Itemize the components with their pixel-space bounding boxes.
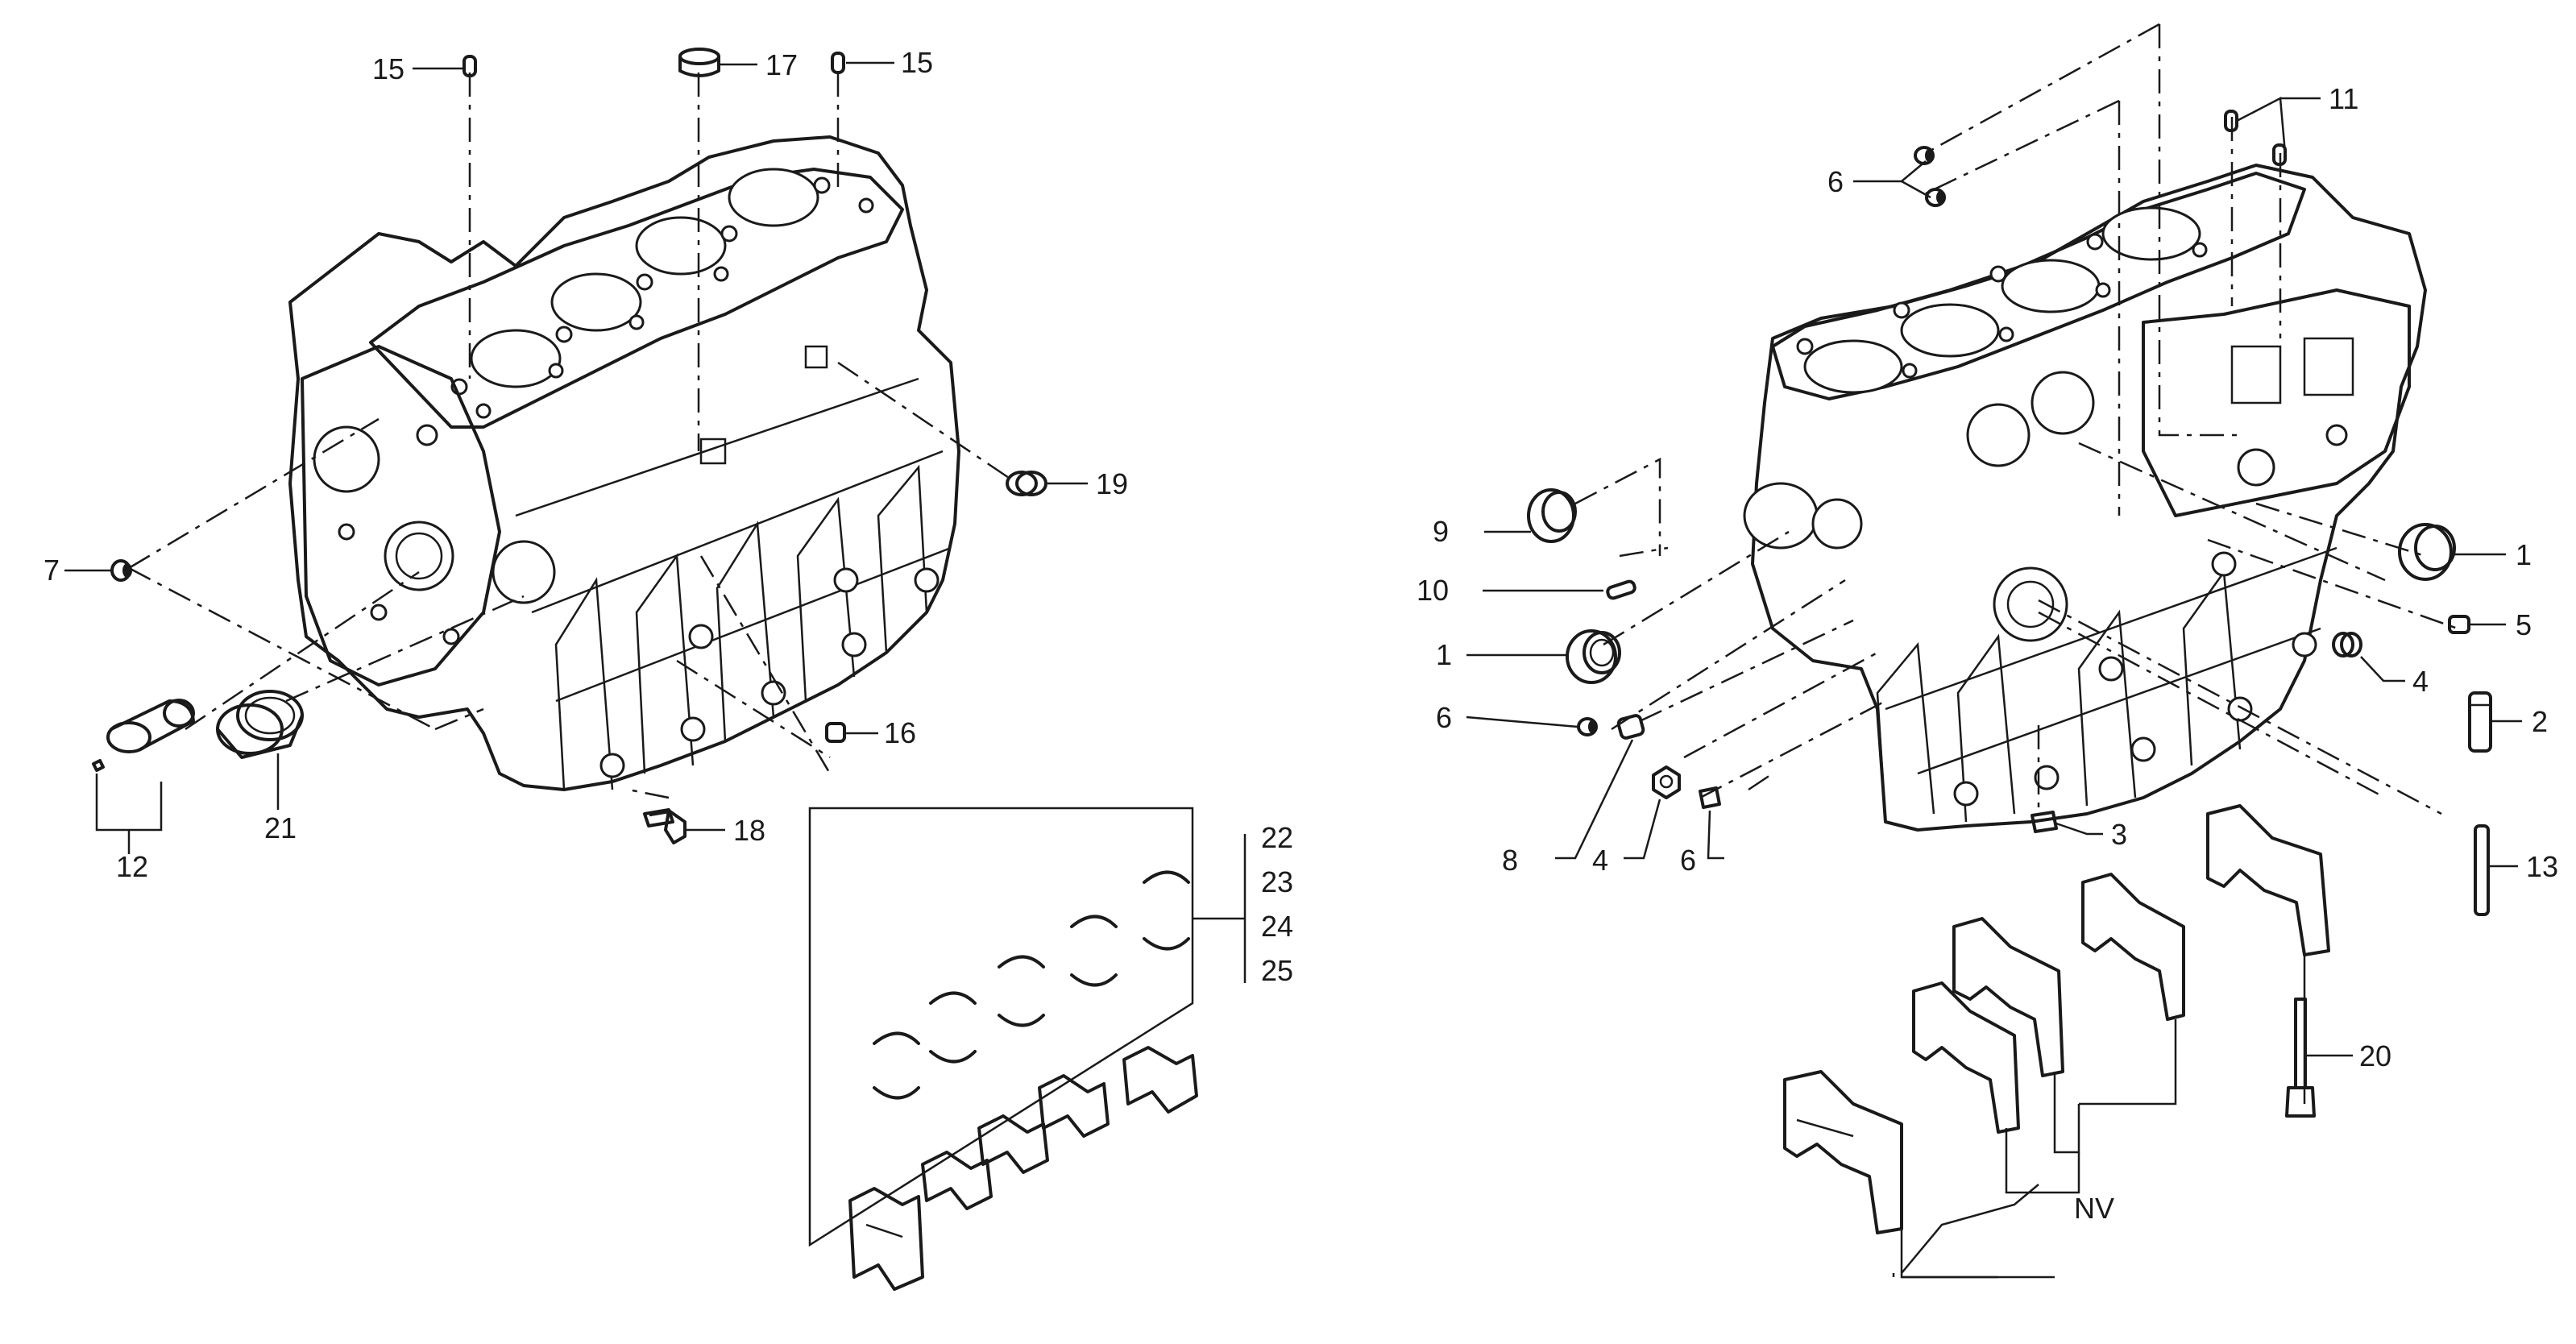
seal-1-left	[1566, 629, 1621, 684]
plug-3	[2031, 811, 2058, 833]
callout-6-top: 6	[1827, 165, 1844, 198]
left-callouts: 15 17 15 19 7 16 18 12 21 22 23 24 25	[44, 46, 1293, 987]
plug-19	[1006, 471, 1047, 496]
plug-6-bottom	[1699, 786, 1721, 809]
callout-15-right: 15	[901, 46, 933, 79]
callout-12: 12	[116, 850, 148, 883]
right-dash-lines	[1574, 23, 2458, 815]
callout-19: 19	[1096, 467, 1128, 500]
right-bearing-caps	[1783, 804, 2330, 1274]
callout-22: 22	[1261, 821, 1293, 854]
callout-20: 20	[2359, 1039, 2391, 1072]
plug-16	[825, 722, 846, 743]
callout-21: 21	[264, 811, 297, 844]
seal-9	[1527, 488, 1577, 543]
callout-2: 2	[2532, 705, 2548, 738]
right-small-parts	[1527, 110, 2492, 1118]
callout-5: 5	[2516, 608, 2532, 641]
callout-6-left: 6	[1436, 701, 1452, 734]
callout-15-left: 15	[372, 52, 404, 85]
bolt-18	[643, 808, 687, 844]
right-engine-block	[1743, 164, 2427, 832]
right-callouts: 11 6 9 10 1 6 8 4 6 1 5 4 2 3 13 20 NV	[1417, 82, 2558, 1279]
bearing-shells	[873, 870, 1190, 1100]
callout-8: 8	[1502, 844, 1518, 877]
callout-1-right: 1	[2516, 538, 2532, 571]
bearing-caps	[848, 1046, 1198, 1291]
left-engine-block	[288, 135, 960, 791]
left-small-parts	[92, 48, 1047, 844]
callout-9: 9	[1433, 515, 1449, 548]
tube-12	[92, 699, 195, 772]
plug-7	[110, 559, 132, 582]
tube-2	[2468, 691, 2492, 753]
plug-4-right	[2332, 632, 2362, 657]
dowel-pin-15b	[831, 52, 845, 74]
callout-11: 11	[2329, 82, 2358, 115]
callout-1-left: 1	[1436, 638, 1452, 671]
callout-18: 18	[733, 814, 765, 847]
left-dash-lines	[128, 73, 1012, 799]
left-bearing-kit	[808, 807, 1198, 1291]
callout-3: 3	[2111, 818, 2127, 851]
callout-16: 16	[884, 716, 916, 749]
callout-24: 24	[1261, 910, 1293, 943]
callout-25: 25	[1261, 954, 1293, 987]
plug-5	[2448, 615, 2470, 634]
callout-6-bottom: 6	[1680, 844, 1696, 877]
sleeve-21	[216, 690, 304, 759]
callout-10: 10	[1417, 574, 1449, 607]
callout-4-bottom: 4	[1592, 844, 1608, 877]
callout-17: 17	[765, 48, 798, 81]
cup-plug-17	[678, 48, 720, 77]
stud-13	[2474, 824, 2490, 916]
callout-nv: NV	[2074, 1192, 2114, 1225]
plug-8	[1616, 714, 1645, 740]
callout-4-right: 4	[2412, 665, 2429, 698]
seal-1-right	[2398, 523, 2456, 581]
callout-7: 7	[44, 554, 60, 587]
bolt-20	[2285, 998, 2316, 1118]
pin-10	[1606, 579, 1636, 600]
callout-13: 13	[2526, 850, 2558, 883]
dowel-pin-15a	[463, 55, 477, 77]
plug-6-left	[1577, 717, 1598, 736]
callout-23: 23	[1261, 865, 1293, 898]
dowel-pin-11b	[2272, 143, 2287, 166]
plug-4-bottom	[1652, 765, 1681, 799]
